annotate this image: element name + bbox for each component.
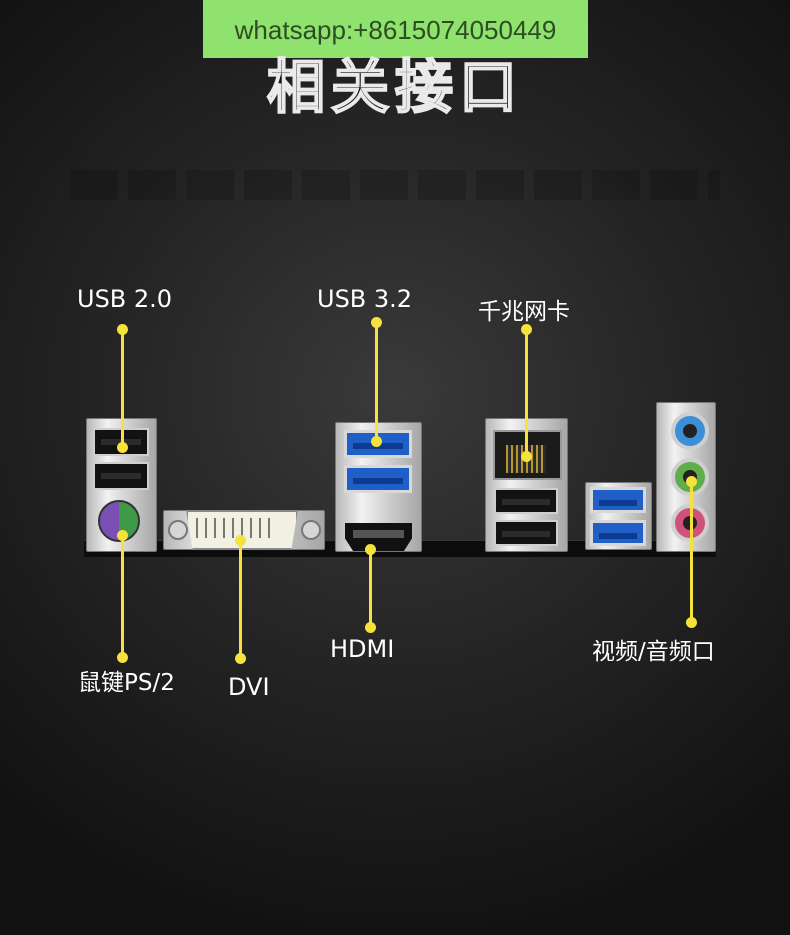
callout-dot-dvi-end xyxy=(235,653,246,664)
contact-banner: whatsapp:+8615074050449 xyxy=(203,0,588,58)
dvi-screw-left xyxy=(168,520,188,540)
faded-background-text xyxy=(70,170,720,200)
page-title: 相关接口 xyxy=(266,52,523,122)
audio-jack-blue xyxy=(671,412,709,450)
callout-line-ps2 xyxy=(121,535,124,657)
callout-dot-hdmi-end xyxy=(365,622,376,633)
label-ps2: 鼠键PS/2 xyxy=(78,670,175,696)
usb2-port-2 xyxy=(93,462,149,490)
usb3-port-2 xyxy=(590,520,646,546)
callout-line-audio xyxy=(690,481,693,622)
dvi-pins xyxy=(196,518,276,538)
callout-dot-ps2-end xyxy=(117,652,128,663)
callout-line-usb32 xyxy=(375,322,378,440)
callout-dot-usb32-end xyxy=(371,436,382,447)
label-lan: 千兆网卡 xyxy=(478,299,570,325)
usb-port-lan-2 xyxy=(494,520,558,546)
usb32-port-2 xyxy=(344,465,412,493)
label-usb2: USB 2.0 xyxy=(77,285,173,313)
hdmi-contacts xyxy=(353,530,404,538)
label-dvi: DVI xyxy=(228,673,270,701)
label-usb32: USB 3.2 xyxy=(317,285,413,313)
usb3-port-1 xyxy=(590,487,646,513)
label-audio: 视频/音频口 xyxy=(592,639,715,665)
dvi-screw-right xyxy=(301,520,321,540)
callout-dot-audio-end xyxy=(686,617,697,628)
callout-line-dvi xyxy=(239,540,242,658)
callout-line-hdmi xyxy=(369,549,372,627)
callout-dot-lan-end xyxy=(521,451,532,462)
label-hdmi: HDMI xyxy=(330,635,395,663)
callout-line-lan xyxy=(525,329,528,455)
callout-dot-usb2-end xyxy=(117,442,128,453)
callout-line-usb2 xyxy=(121,329,124,446)
usb-port-lan-1 xyxy=(494,488,558,514)
